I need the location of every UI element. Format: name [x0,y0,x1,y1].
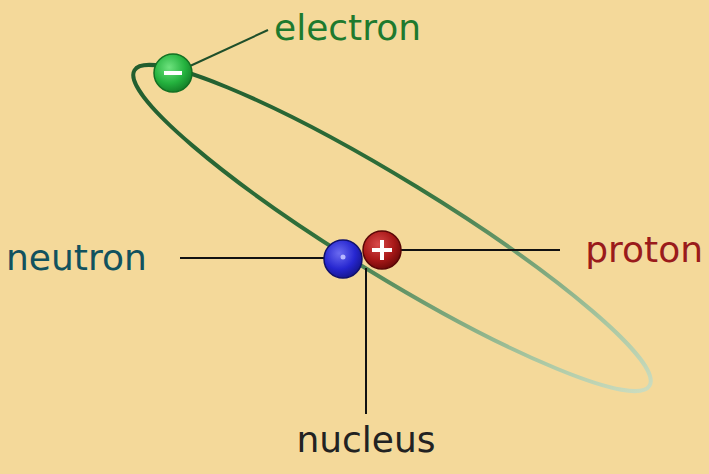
proton-sphere [363,231,401,269]
part-label: nucleus [296,420,435,460]
orbit-ellipse [109,29,674,426]
leader-line [190,30,268,66]
neutron-dot [341,255,346,260]
plus-sign [380,240,384,260]
part-label: electron [274,8,421,48]
part-label: proton [585,230,703,270]
leader-line [180,257,324,259]
leader-line [400,249,560,251]
leader-line [365,268,367,414]
part-label: neutron [6,238,147,278]
minus-sign [164,71,182,75]
neutron-sphere [324,240,362,278]
electron-sphere [154,54,192,92]
